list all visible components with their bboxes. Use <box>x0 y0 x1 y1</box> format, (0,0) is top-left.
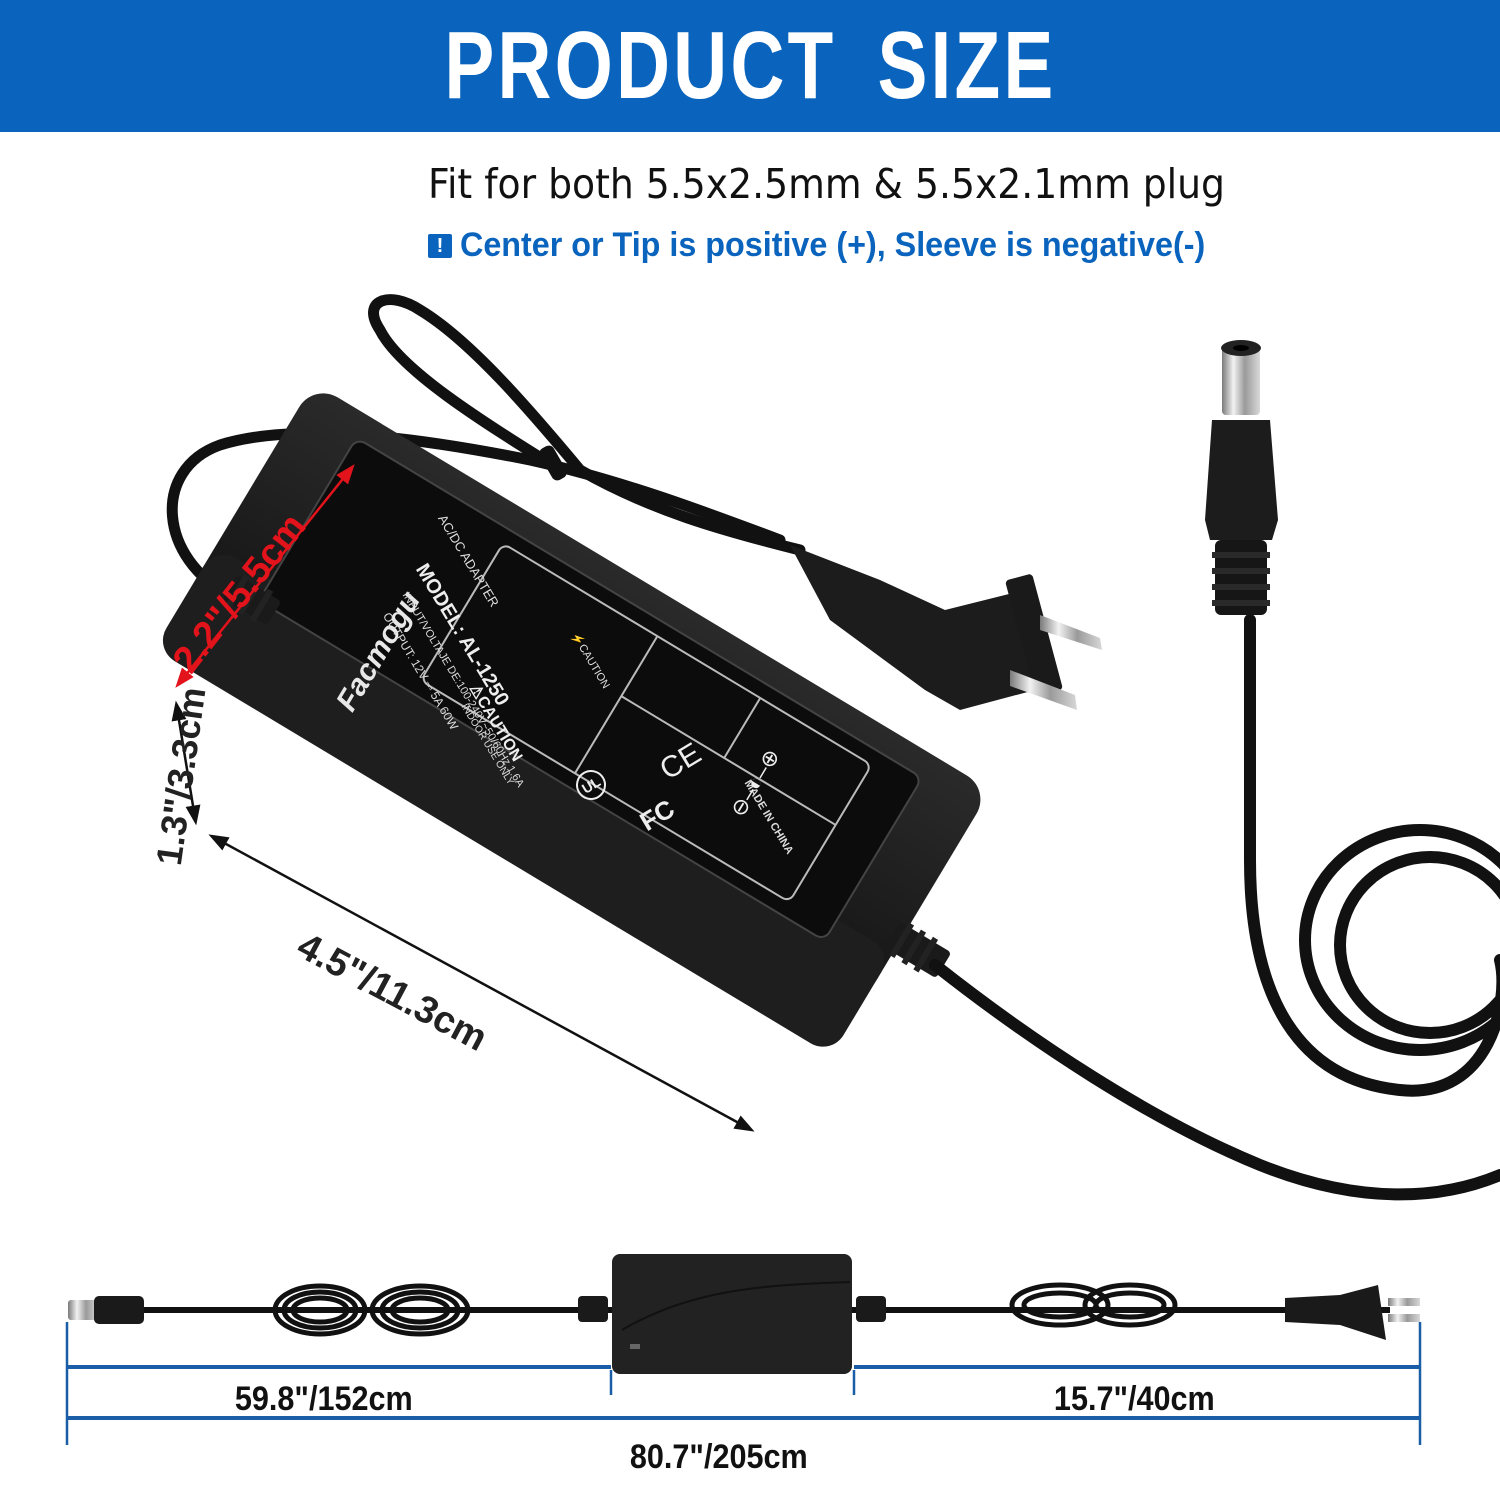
ac-cable-length-label: 15.7"/40cm <box>1053 1380 1215 1418</box>
height-dimension-arrow <box>171 700 201 826</box>
bottom-schematic <box>65 1254 1422 1445</box>
total-cable-length-label: 80.7"/205cm <box>629 1438 808 1476</box>
page-title: PRODUCT SIZE <box>443 12 1057 119</box>
length-dimension-arrow <box>208 834 755 1132</box>
compatibility-text: Fit for both 5.5x2.5mm & 5.5x2.1mm plug <box>428 160 1226 208</box>
header-banner: PRODUCT SIZE <box>0 0 1500 132</box>
exclamation-icon: ! <box>428 233 452 258</box>
dc-cable <box>929 614 1500 1201</box>
dc-cable-length-label: 59.8"/152cm <box>234 1380 413 1418</box>
adapter-body <box>162 393 981 1047</box>
polarity-note: ! Center or Tip is positive (+), Sleeve … <box>428 226 1244 265</box>
width-dimension-arrow <box>175 464 355 688</box>
dc-barrel-plug <box>1205 340 1278 615</box>
ac-plug <box>790 545 1102 710</box>
polarity-note-text: Center or Tip is positive (+), Sleeve is… <box>460 226 1206 264</box>
